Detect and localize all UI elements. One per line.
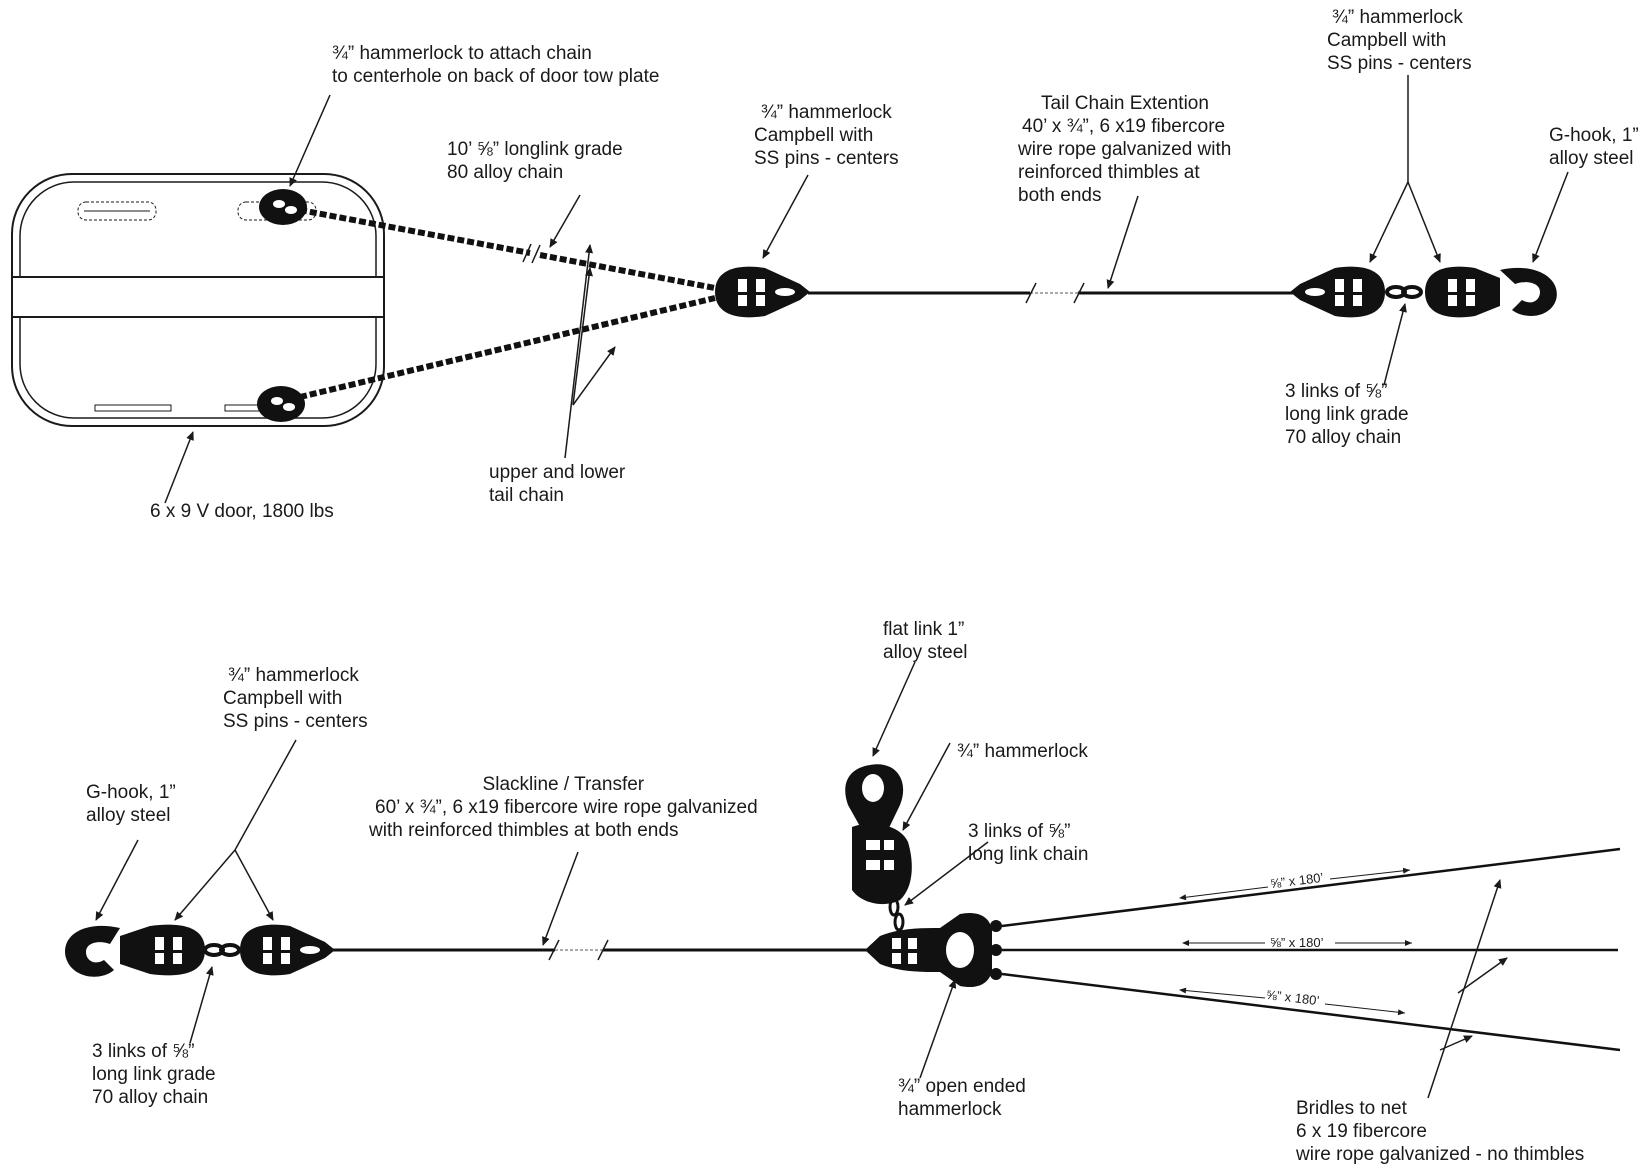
top-leader-lines bbox=[164, 75, 1569, 504]
lower-tail-chain bbox=[299, 295, 716, 400]
campbell-hammerlock-bottom-left-a bbox=[120, 924, 205, 976]
bridle-lines bbox=[1001, 847, 1621, 1052]
upper-tail-chain bbox=[299, 207, 716, 291]
open-ended-hammerlock bbox=[865, 912, 1002, 988]
g-hook-top-right bbox=[1500, 267, 1557, 316]
label-campbell-hammerlock-bottom-left: ¾” hammerlock Campbell with SS pins - ce… bbox=[223, 665, 368, 732]
door-hammerlock-upper bbox=[259, 189, 307, 225]
label-door: 6 x 9 V door, 1800 lbs bbox=[150, 501, 334, 522]
label-tail-chain: upper and lower tail chain bbox=[489, 462, 626, 506]
slackline-rope bbox=[333, 939, 880, 961]
flat-link bbox=[845, 764, 904, 830]
label-campbell-hammerlock-top-mid: ¾” hammerlock Campbell with SS pins - ce… bbox=[754, 102, 899, 169]
label-open-ended-hammerlock: ¾” open ended hammerlock bbox=[898, 1076, 1026, 1120]
label-links-top-right: 3 links of ⅝” long link grade 70 alloy c… bbox=[1285, 381, 1409, 448]
campbell-hammerlock-top-mid bbox=[715, 266, 810, 318]
label-tail-chain-extension: Tail Chain Extention 40’ x ¾”, 6 x19 fib… bbox=[1018, 93, 1232, 206]
label-hammerlock-mid: ¾” hammerlock bbox=[957, 741, 1088, 762]
label-flat-link: flat link 1” alloy steel bbox=[883, 619, 968, 663]
label-links-mid: 3 links of ⅝” long link chain bbox=[968, 821, 1089, 865]
label-bridles: Bridles to net 6 x 19 fibercore wire rop… bbox=[1296, 1098, 1585, 1165]
label-hammerlock-door: ¾” hammerlock to attach chain to centerh… bbox=[332, 43, 660, 87]
campbell-hammerlock-top-right-a bbox=[1290, 266, 1385, 318]
tail-chain-extension-rope bbox=[808, 282, 1300, 304]
label-campbell-hammerlock-top-right: ¾” hammerlock Campbell with SS pins - ce… bbox=[1327, 7, 1472, 74]
door-hammerlock-lower bbox=[257, 386, 305, 422]
label-g-hook-bottom-left: G-hook, 1” alloy steel bbox=[86, 782, 176, 826]
label-slackline: Slackline / Transfer 60’ x ¾”, 6 x19 fib… bbox=[369, 774, 758, 841]
label-links-bottom-left: 3 links of ⅝” long link grade 70 alloy c… bbox=[92, 1041, 216, 1108]
label-g-hook-top-right: G-hook, 1” alloy steel bbox=[1549, 125, 1639, 169]
campbell-hammerlock-top-right-b bbox=[1425, 266, 1500, 318]
trawl-door bbox=[11, 173, 385, 427]
label-longlink-chain: 10’ ⅝” longlink grade 80 alloy chain bbox=[447, 139, 623, 183]
bottom-leader-lines bbox=[95, 661, 1508, 1099]
links-chain-vertical bbox=[888, 897, 905, 932]
bridle-dimension-arrows bbox=[1179, 867, 1412, 1016]
campbell-hammerlock-bottom-left-b bbox=[240, 924, 335, 976]
hammerlock-vertical bbox=[852, 823, 912, 905]
g-hook-bottom-left bbox=[65, 925, 120, 977]
links-chain-bottom-left bbox=[203, 943, 241, 957]
links-chain-top-right bbox=[1385, 285, 1423, 299]
label-bridle-length-middle: ⅝” x 180’ bbox=[1270, 935, 1324, 950]
